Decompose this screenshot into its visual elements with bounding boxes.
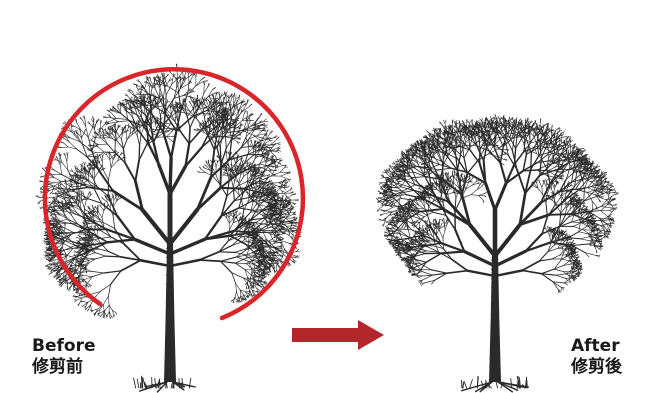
after-label-ja: 修剪後 (571, 357, 622, 378)
right-arrow-icon (292, 320, 384, 350)
after-caption: After 修剪後 (571, 336, 622, 378)
before-label-en: Before (32, 336, 95, 357)
before-label-ja: 修剪前 (32, 357, 95, 378)
before-caption: Before 修剪前 (32, 336, 95, 378)
after-label-en: After (571, 336, 622, 357)
